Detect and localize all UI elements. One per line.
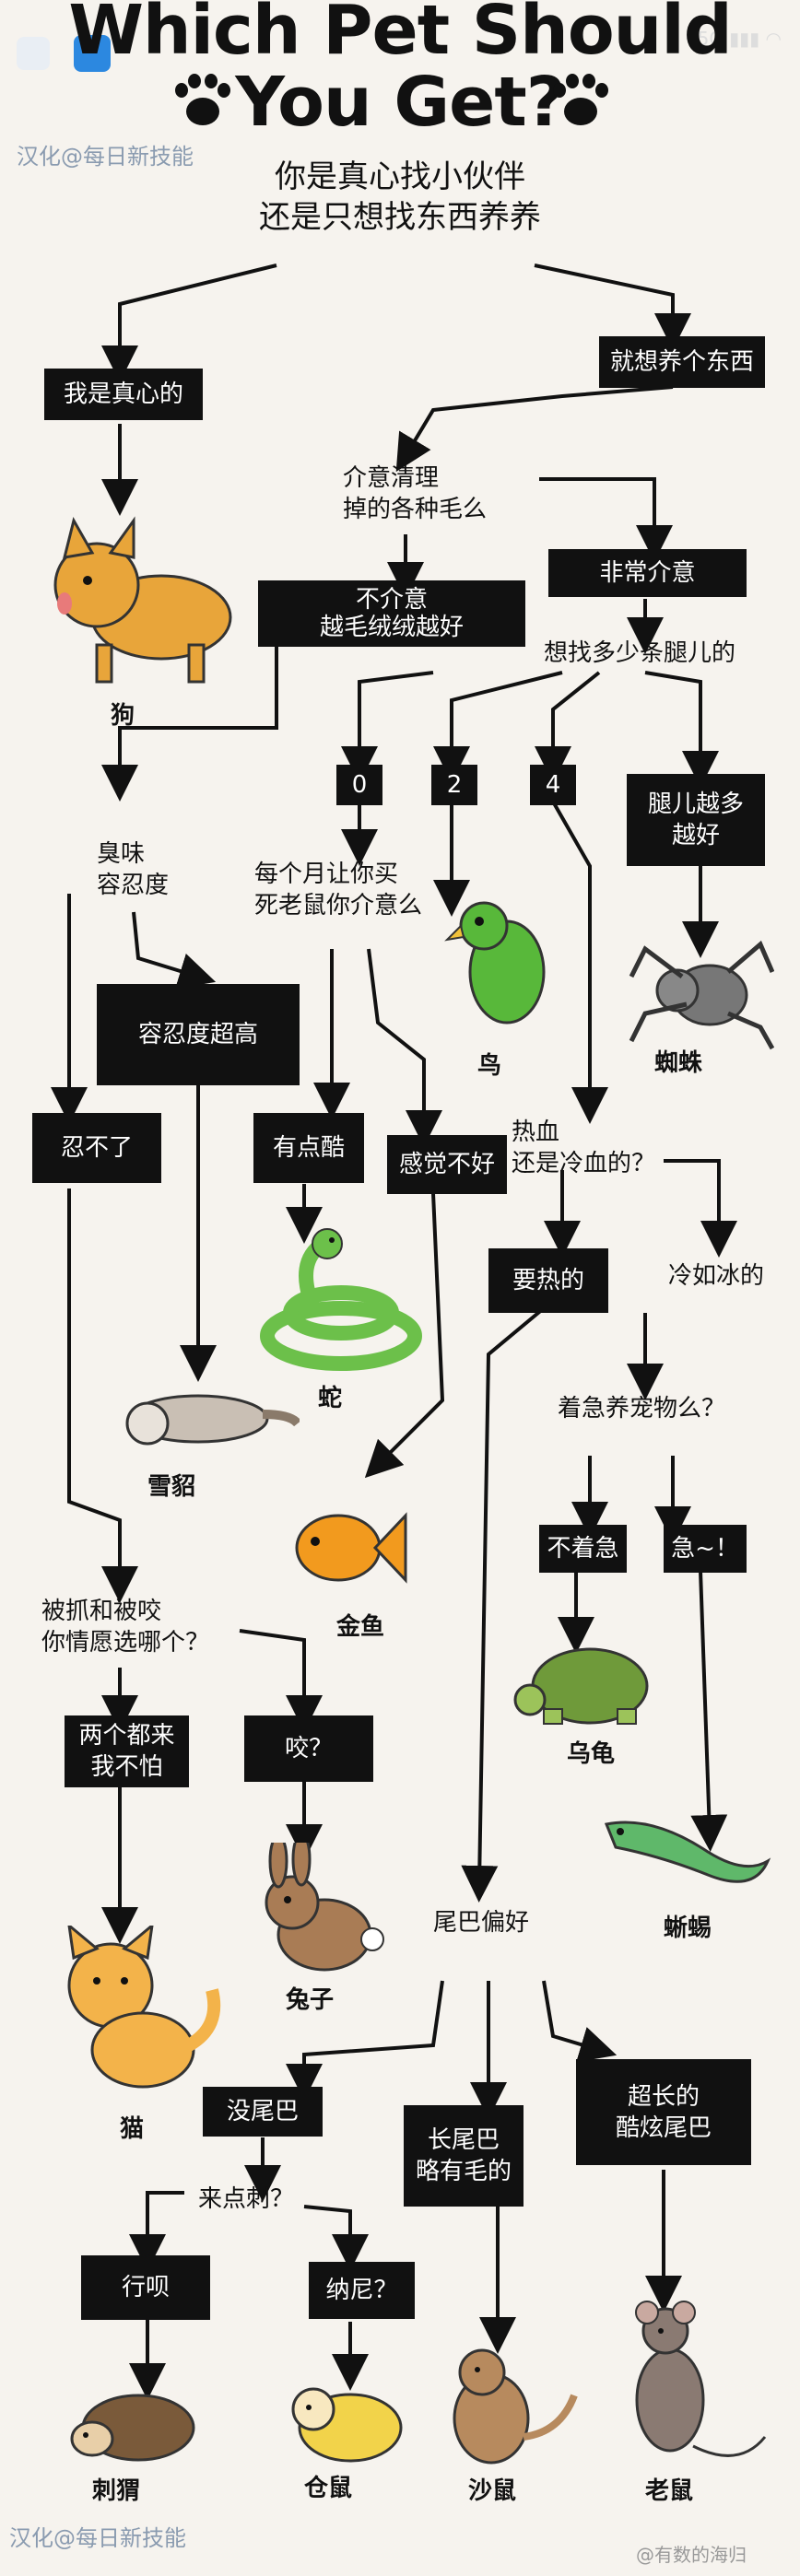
app-badge-icon xyxy=(74,35,111,72)
spider-icon xyxy=(629,940,774,1050)
node-no-tail: 没尾巴 xyxy=(203,2087,323,2137)
gerbil-icon xyxy=(453,2348,578,2465)
node-hurry-question: 着急养宠物么？ xyxy=(558,1395,726,1423)
hedgehog-label: 刺猬 xyxy=(92,2477,141,2505)
hedgehog-icon xyxy=(70,2394,195,2462)
dog-label: 狗 xyxy=(111,702,135,730)
paw-right-icon xyxy=(553,74,608,129)
lizard-icon xyxy=(604,1821,771,1883)
node-not-hurry: 不着急 xyxy=(539,1525,627,1573)
node-dont-mind: 不介意越毛绒绒越好 xyxy=(258,580,525,647)
watermark-bottom: 汉化@每日新技能 xyxy=(9,2525,186,2551)
node-feel-bad: 感觉不好 xyxy=(387,1135,507,1194)
node-mice-question: 每个月让你买死老鼠你介意么 xyxy=(254,861,423,919)
ferret-label: 雪貂 xyxy=(147,1473,196,1501)
rat-label: 老鼠 xyxy=(645,2477,694,2505)
node-just-raise: 就想养个东西 xyxy=(599,336,765,388)
node-legs-2: 2 xyxy=(431,765,477,805)
gerbil-label: 沙鼠 xyxy=(468,2477,517,2505)
goldfish-label: 金鱼 xyxy=(336,1613,385,1641)
cat-label: 猫 xyxy=(120,2115,145,2143)
node-tail-question: 尾巴偏好 xyxy=(433,1909,530,1937)
node-legs-question: 想找多少条腿儿的 xyxy=(544,639,736,667)
node-bite: 咬？ xyxy=(244,1715,373,1782)
node-more-legs: 腿儿越多越好 xyxy=(627,774,765,866)
node-legs-0: 0 xyxy=(336,765,382,805)
rabbit-label: 兔子 xyxy=(286,1986,335,2014)
node-scratch-question: 被抓和被咬你情愿选哪个？ xyxy=(41,1598,210,1657)
node-very-mind: 非常介意 xyxy=(548,549,747,597)
watermark-top: 汉化@每日新技能 xyxy=(17,144,194,170)
node-ok: 行呗 xyxy=(81,2255,210,2320)
paw-left-icon xyxy=(175,74,230,129)
node-smell-question: 臭味容忍度 xyxy=(97,840,170,899)
title: Which Pet Should You Get? xyxy=(0,0,800,152)
turtle-icon xyxy=(513,1647,649,1725)
title-line-2: You Get? xyxy=(235,63,565,142)
rabbit-icon xyxy=(265,1843,384,1972)
node-cold: 冷如冰的 xyxy=(668,1262,765,1290)
bird-icon xyxy=(444,901,546,1025)
snake-label: 蛇 xyxy=(318,1385,343,1412)
app-logo-icon xyxy=(17,37,50,70)
hamster-icon xyxy=(291,2387,403,2463)
node-sincere: 我是真心的 xyxy=(44,369,203,420)
watermark-corner: @有数的海归 xyxy=(636,2544,747,2566)
hamster-label: 仓鼠 xyxy=(304,2475,353,2502)
ferret-icon xyxy=(125,1394,300,1446)
goldfish-icon xyxy=(295,1512,407,1584)
node-legs-4: 4 xyxy=(530,765,576,805)
main-question-line-1: 你是真心找小伙伴 xyxy=(275,158,525,195)
node-bit-scary: 有点酷 xyxy=(253,1113,364,1183)
lizard-label: 蜥蜴 xyxy=(664,1914,712,1942)
turtle-label: 乌龟 xyxy=(567,1740,616,1768)
node-hurry: 急~！ xyxy=(664,1525,747,1573)
node-warm: 要热的 xyxy=(488,1248,608,1313)
node-high-tolerance: 容忍度超高 xyxy=(97,984,300,1085)
node-super-long: 超长的酷炫尾巴 xyxy=(576,2059,751,2165)
status-bar: 5G ▮▮▮ ◠ xyxy=(697,28,782,50)
cat-icon xyxy=(67,1926,221,2089)
spider-label: 蜘蛛 xyxy=(654,1049,703,1077)
node-both: 两个都来我不怕 xyxy=(65,1715,189,1787)
node-blood-question: 热血还是冷血的？ xyxy=(512,1118,656,1177)
bird-label: 鸟 xyxy=(477,1052,502,1080)
main-question: 你是真心找小伙伴 还是只想找东西养养 xyxy=(0,157,800,238)
node-long-hairy: 长尾巴略有毛的 xyxy=(404,2105,524,2207)
rat-icon xyxy=(635,2301,767,2457)
main-question-line-2: 还是只想找东西养养 xyxy=(259,199,541,236)
node-nah: 纳尼？ xyxy=(309,2262,415,2319)
node-spiky-question: 来点刺？ xyxy=(198,2185,295,2213)
node-cant-stand: 忍不了 xyxy=(32,1113,161,1183)
node-fur-question: 介意清理掉的各种毛么 xyxy=(343,464,488,523)
snake-icon xyxy=(260,1228,422,1371)
title-line-1: Which Pet Should xyxy=(68,0,732,70)
dog-icon xyxy=(53,516,232,684)
